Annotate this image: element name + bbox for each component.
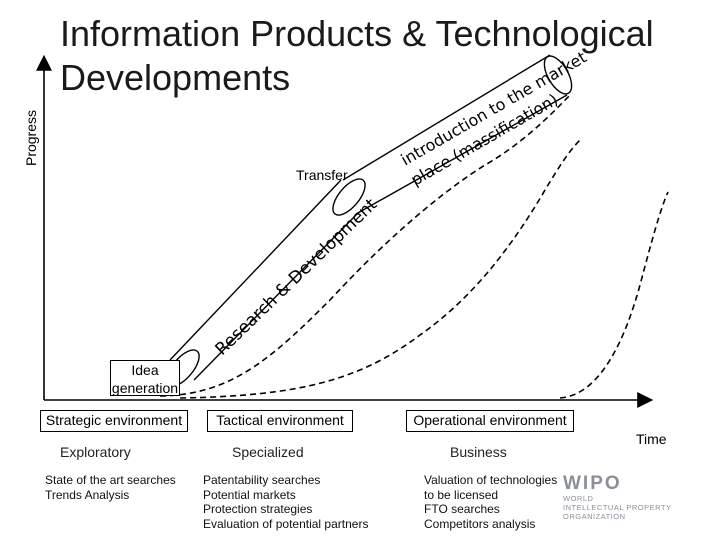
wipo-logo-line3: ORGANIZATION — [563, 512, 626, 521]
tactical-items: Patentability searches Potential markets… — [203, 473, 368, 531]
y-axis-label: Progress — [23, 109, 39, 167]
dashed-curve-upper — [159, 94, 571, 397]
category-exploratory: Exploratory — [60, 444, 131, 460]
list-item: Protection strategies — [203, 502, 313, 516]
list-item: FTO searches — [424, 502, 500, 516]
dashed-curve-right — [559, 191, 669, 399]
wipo-logo-line1: WORLD — [563, 494, 594, 503]
slide-title: Information Products & Technological Dev… — [60, 13, 654, 98]
idea-generation-box: Idea generation — [110, 360, 180, 396]
list-item: Evaluation of potential partners — [203, 516, 369, 531]
market-label-line1: introduction to the market — [398, 48, 590, 170]
operational-items: Valuation of technologies to be licensed… — [424, 473, 560, 531]
category-business: Business — [450, 444, 507, 460]
market-tube — [342, 54, 573, 215]
x-axis-label: Time — [636, 431, 667, 447]
category-specialized: Specialized — [232, 444, 304, 460]
dashed-curve-lower — [179, 139, 581, 399]
tactical-environment-box: Tactical environment — [207, 410, 353, 432]
list-item: State of the art searches — [45, 473, 176, 487]
transfer-label: Transfer — [296, 167, 348, 183]
idea-line1: Idea — [131, 362, 159, 378]
list-item: Competitors analysis — [424, 516, 536, 531]
list-item: Patentability searches — [203, 473, 321, 487]
list-item: Trends Analysis — [45, 487, 130, 502]
list-item: Valuation of technologies to be licensed — [424, 473, 558, 502]
operational-environment-box: Operational environment — [406, 410, 574, 432]
wipo-logo: WIPO WORLD INTELLECTUAL PROPERTY ORGANIZ… — [563, 473, 672, 522]
idea-line2: generation — [111, 380, 179, 396]
list-item: Potential markets — [203, 487, 296, 502]
strategic-items: State of the art searches Trends Analysi… — [45, 473, 176, 502]
wipo-logo-line2: INTELLECTUAL PROPERTY — [563, 503, 672, 512]
strategic-environment-box: Strategic environment — [40, 410, 188, 432]
research-development-label: Research & Development — [212, 195, 382, 360]
wipo-logo-name: WIPO — [563, 473, 622, 494]
